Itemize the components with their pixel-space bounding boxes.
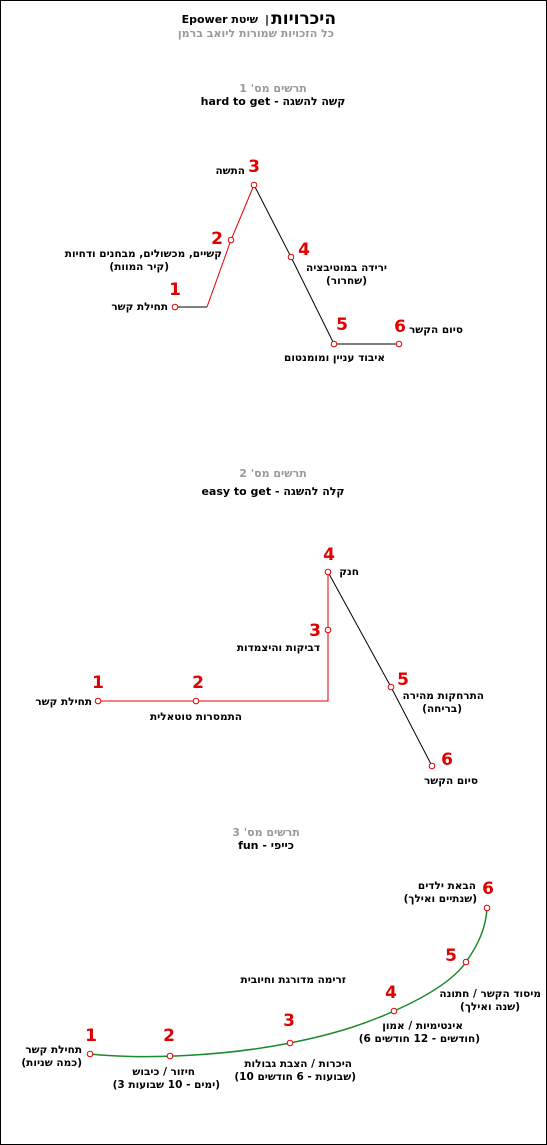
diagram-2-point-4-number: 4: [323, 545, 335, 565]
diagram-2-point-6-label: סיום הקשר: [424, 775, 478, 787]
diagram-1-point-2-number: 2: [211, 229, 223, 249]
diagram-1-point-6-marker: [395, 340, 403, 348]
diagram-1-point-3-number: 3: [248, 157, 260, 177]
diagram-3-point-6-number: 6: [482, 879, 494, 899]
diagram-1-point-6-label: סיום הקשר: [409, 324, 463, 336]
diagram-1-point-2-label-line1: קשיים, מכשולים, מבחנים ודחיות: [65, 248, 222, 260]
diagram-3-point-2-number: 2: [163, 1026, 175, 1046]
diagram-3-point-5-number: 5: [445, 946, 457, 966]
diagram-2-subheading: easy to get - קלה להשגה: [201, 485, 344, 498]
diagram-2-point-1-marker: [94, 697, 102, 705]
diagram-2-point-6-marker: [428, 762, 436, 770]
diagram-2-point-3-label: דביקות והיצמדות: [237, 642, 320, 654]
diagram-1-point-3-label: התשה: [215, 165, 245, 177]
diagram-3-point-3-marker: [286, 1039, 294, 1047]
diagram-1: תרשים מס' 1 hard to get - קשה להשגה 1 תח…: [65, 82, 463, 364]
diagram-1-point-4-number: 4: [298, 240, 310, 260]
diagram-3-subheading: fun - כייפי: [238, 839, 294, 852]
diagram-3-point-3-number: 3: [283, 1011, 295, 1031]
diagram-1-subheading: hard to get - קשה להשגה: [201, 95, 346, 108]
diagram-2-point-2-marker: [192, 697, 200, 705]
diagram-2-point-2-label: התמסרות טוטאלית: [150, 711, 242, 723]
diagram-3-flow-label: זרימה מדורגת וחיובית: [241, 974, 346, 986]
diagram-2-point-4-marker: [324, 568, 332, 576]
title-separator: |: [265, 13, 269, 26]
diagram-2-fall-line: [327, 571, 433, 767]
page-header: היכרויות | Epower שיטת כל הזכויות שמורות…: [178, 9, 336, 40]
diagram-1-point-1-marker: [171, 303, 179, 311]
diagram-2-point-5-marker: [387, 683, 395, 691]
diagram-1-point-1-number: 1: [169, 280, 181, 300]
diagram-2-rise-line: [98, 572, 329, 702]
diagram-1-point-2-marker: [227, 236, 235, 244]
diagram-2-point-5-number: 5: [397, 670, 409, 690]
diagram-1-point-6-number: 6: [394, 317, 406, 337]
diagram-1-point-5-number: 5: [336, 315, 348, 335]
diagram-3-point-6-marker: [483, 904, 491, 912]
diagram-3-point-4-label-line2: (6 חודשים - 12 חודשים): [359, 1033, 480, 1045]
diagram-2-point-5-label-line2: (בריחה): [422, 703, 462, 715]
page-title: היכרויות: [271, 9, 336, 29]
diagram-2: תרשים מס' 2 easy to get - קלה להשגה 1 תח…: [35, 467, 484, 787]
diagram-3-point-5-label-line1: מיסוד הקשר / חתונה: [439, 988, 541, 1000]
diagram-3-point-1-number: 1: [85, 1026, 97, 1046]
diagram-3-point-6-label-line1: הבאת ילדים: [418, 880, 476, 892]
diagram-3-point-2-marker: [166, 1052, 174, 1060]
diagram-2-point-2-number: 2: [192, 673, 204, 693]
diagram-3: תרשים מס' 3 fun - כייפי 1 תחילת קשר (כמה…: [21, 826, 541, 1091]
diagram-3-point-2-label-line2: (3 ימים - 10 שבועות): [113, 1079, 220, 1091]
diagram-2-point-3-number: 3: [309, 621, 321, 641]
diagram-1-point-4-label-line1: ירידה במוטיבציה: [306, 262, 387, 274]
diagram-3-point-1-label-line1: תחילת קשר: [25, 1044, 82, 1056]
diagram-3-point-4-marker: [390, 1007, 398, 1015]
diagram-2-point-1-label: תחילת קשר: [35, 696, 92, 708]
diagram-2-point-6-number: 6: [441, 750, 453, 770]
diagram-3-heading: תרשים מס' 3: [232, 826, 300, 839]
diagram-1-point-2-label-line2: (קיר המוות): [109, 261, 169, 273]
diagram-3-point-4-number: 4: [385, 983, 397, 1003]
diagram-2-point-5-label-line1: התרחקות מהירה: [402, 690, 484, 702]
diagram-1-heading: תרשים מס' 1: [239, 82, 307, 95]
diagram-1-point-1-label: תחילת קשר: [111, 301, 168, 313]
diagram-3-point-2-label-line1: חיזור / כיבוש: [132, 1066, 195, 1078]
diagram-2-point-1-number: 1: [92, 673, 104, 693]
diagram-1-point-4-label-line2: (שחרור): [326, 275, 367, 287]
diagram-3-point-4-label-line1: אינטימיות / אמון: [382, 1020, 463, 1032]
diagram-3-point-5-label-line2: (שנה ואילך): [460, 1001, 520, 1013]
diagram-3-point-1-label-line2: (כמה שניות): [21, 1057, 82, 1069]
diagram-3-point-1-marker: [86, 1050, 94, 1058]
diagram-3-point-5-marker: [462, 958, 470, 966]
diagram-2-heading: תרשים מס' 2: [239, 467, 307, 480]
diagram-3-point-3-label-line2: (10 שבועות - 6 חודשים): [234, 1071, 356, 1083]
copyright-subtitle: כל הזכויות שמורות ליואב ברמן: [178, 27, 334, 40]
diagram-2-point-4-label: חנק: [339, 566, 359, 578]
diagram-1-point-5-label: איבוד עניין ומומנטום: [284, 352, 385, 364]
diagram-3-point-6-label-line2: (שנתיים ואילך): [404, 893, 477, 905]
diagram-1-point-4-marker: [287, 253, 295, 261]
diagram-1-point-3-marker: [250, 181, 258, 189]
diagram-2-point-3-marker: [324, 626, 332, 634]
diagram-3-point-3-label-line1: היכרות / הצבת גבולות: [244, 1058, 352, 1070]
brand-name: Epower שיטת: [182, 13, 259, 26]
diagram-1-fall-line: [253, 184, 399, 345]
diagram-1-point-5-marker: [330, 340, 338, 348]
